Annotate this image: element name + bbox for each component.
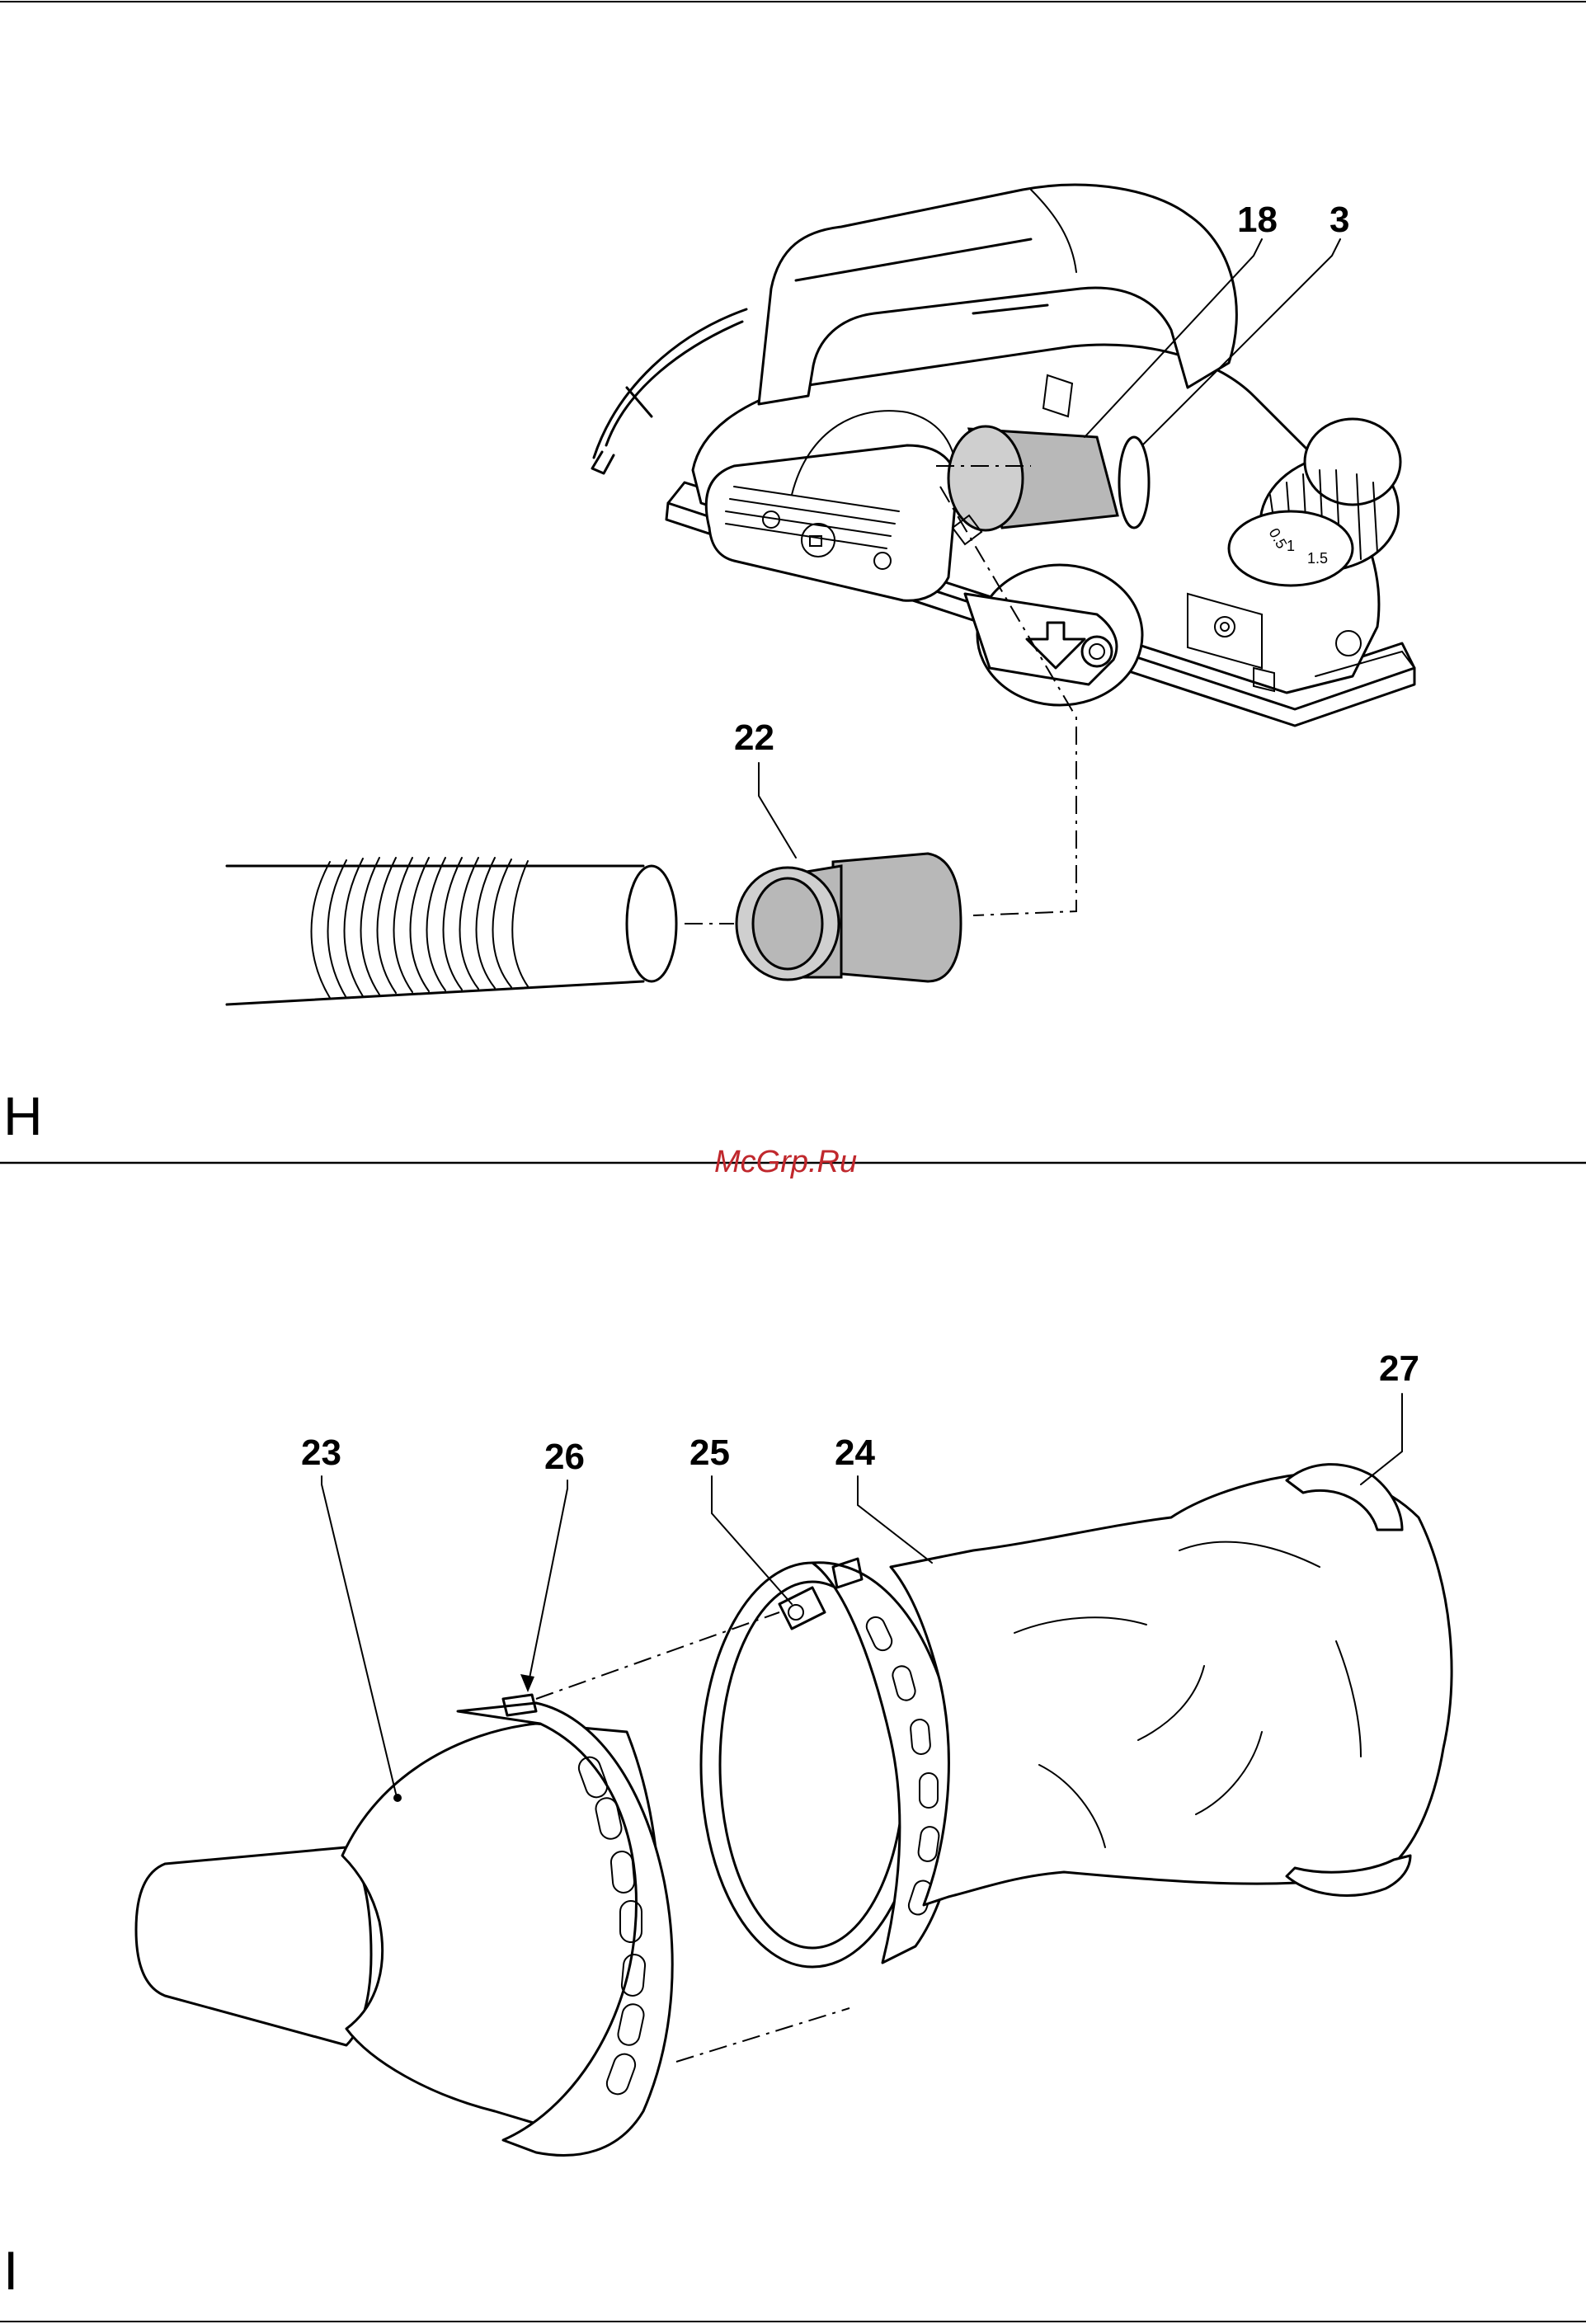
callout-23: 23 [301, 1435, 341, 1471]
leader-27 [1361, 1394, 1402, 1484]
callout-22: 22 [734, 720, 774, 756]
leader-24 [858, 1476, 932, 1563]
callout-24: 24 [835, 1435, 875, 1471]
leader-23 [322, 1476, 396, 1794]
adapter-illustration [737, 854, 961, 981]
dial-mark-1: 1 [1287, 538, 1295, 554]
figure-label-h: H [3, 1089, 43, 1143]
leader-26 [528, 1480, 567, 1687]
callout-26: 26 [544, 1439, 585, 1475]
leader-22 [759, 763, 796, 858]
hood-illustration [136, 1695, 672, 2155]
watermark: McGrp.Ru [714, 1146, 857, 1178]
planer-illustration: 0.5 1 1.5 [592, 185, 1414, 726]
figure-label-i: I [3, 2243, 18, 2298]
callout-3: 3 [1330, 202, 1349, 238]
callout-27: 27 [1379, 1351, 1419, 1387]
dust-bag-illustration [891, 1465, 1452, 1905]
callout-18: 18 [1237, 202, 1278, 238]
hose-illustration [227, 858, 676, 1004]
callout-25: 25 [689, 1435, 730, 1471]
dial-mark-1.5: 1.5 [1307, 550, 1328, 567]
point-23 [393, 1794, 402, 1802]
